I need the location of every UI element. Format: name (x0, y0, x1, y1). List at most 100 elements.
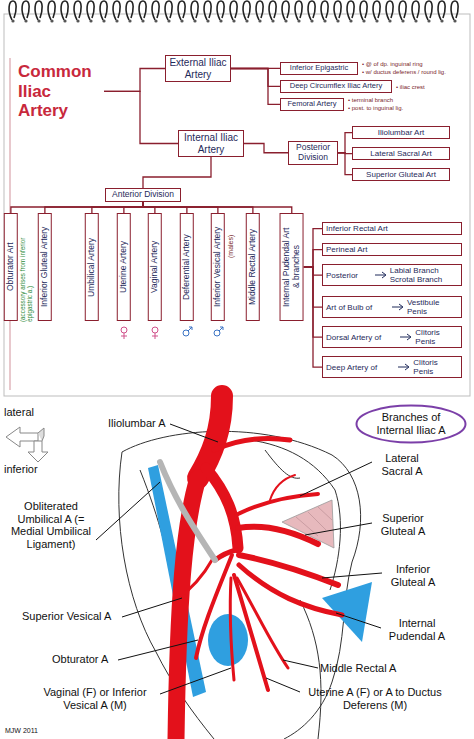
spiral-ring (399, 1, 406, 20)
spiral-ring (386, 1, 393, 20)
spiral-hole (401, 19, 404, 22)
node-text: Superior Gluteal Art (356, 170, 446, 179)
spiral-ring (321, 1, 328, 20)
spiral-hole (349, 19, 352, 22)
female-symbol (121, 336, 127, 337)
female-symbol (121, 327, 158, 339)
branch-box: Vaginal Artery (148, 213, 162, 321)
ligament-shape (208, 614, 248, 666)
branch-box: Obturator Art (4, 213, 18, 321)
branch-connector (104, 91, 178, 143)
artery (237, 578, 288, 668)
spiral-ring (438, 1, 445, 20)
node-text: Deep Artery of (326, 363, 397, 372)
inline-arrow (398, 364, 409, 370)
node-text: Posterior Division (292, 143, 334, 163)
branch-connector (304, 267, 322, 367)
inline-arrow (374, 270, 388, 280)
branch-box: Femoral Artery (280, 98, 344, 111)
male-symbol (219, 327, 223, 331)
branch-connector (304, 250, 322, 267)
artery (214, 438, 290, 450)
spiral-ring (100, 1, 107, 20)
part-label: Inferior Gluteal A (382, 563, 444, 588)
node-text: Inferior Rectal Art (326, 224, 458, 233)
node-text: Inferior Epigastric (284, 64, 354, 73)
inline-arrow (397, 362, 411, 372)
artery (230, 578, 234, 680)
pelvis-outline (300, 600, 321, 739)
spiral-hole (154, 19, 157, 22)
spiral-ring (347, 1, 354, 20)
spiral-hole (362, 19, 365, 22)
part-label: Superior Vesical A (22, 610, 132, 623)
spiral-ring (282, 1, 289, 20)
node-text: Vestibule (407, 298, 458, 307)
note-text: • w/ ductus deferens / round lig. (362, 69, 470, 76)
orientation-arrows (6, 427, 38, 447)
spiral-ring (360, 1, 367, 20)
leader-line (283, 660, 318, 668)
node-text: Internal Iliac Artery (182, 132, 240, 155)
node-text: Clitoris (413, 358, 458, 367)
node-text: Obturator Art (6, 217, 16, 317)
leader-line (96, 482, 160, 540)
spiral-ring (191, 1, 198, 20)
branch-connector (143, 202, 292, 213)
branch-box: Inferior Vesical Artery (211, 213, 225, 321)
spiral-hole (63, 19, 66, 22)
branch-box: Iliolumbar Art (352, 126, 450, 139)
node-text: Dorsal Artery of (326, 333, 399, 342)
branch-box: Inferior Gluteal Artery (38, 213, 52, 321)
branch-connector (338, 133, 352, 153)
node-text: Anterior Division (109, 190, 177, 200)
part-label: Middle Rectal A (320, 662, 430, 675)
notebook-page (4, 14, 470, 396)
male-symbol (188, 327, 192, 331)
artery (236, 494, 318, 515)
spiral-ring (334, 1, 341, 20)
node-text: Penis (413, 367, 458, 376)
orientation-arrows (28, 441, 48, 462)
node-text: Internal Pudendal Art (282, 217, 292, 317)
part-label: Vaginal (F) or Inferior Vesical A (M) (30, 686, 160, 711)
part-label: Obliterated Umbilical A (= Medial Umbili… (4, 500, 98, 551)
spiral-hole (323, 19, 326, 22)
artery (215, 550, 236, 560)
spiral-hole (258, 19, 261, 22)
inline-arrow (392, 304, 403, 310)
spiral-ring (451, 1, 458, 20)
node-text: Iliolumbar Art (356, 128, 446, 137)
node-text: Branches of Internal Iliac A (365, 411, 457, 436)
branch-box: Deep Artery of ClitorisPenis (322, 356, 462, 378)
spiral-ring (87, 1, 94, 20)
spiral-hole (232, 19, 235, 22)
part-label: Iliolumbar A (108, 417, 188, 430)
spiral-ring (113, 1, 120, 20)
spiral-hole (50, 19, 53, 22)
spiral-ring (35, 1, 42, 20)
spiral-ring (243, 1, 250, 20)
orientation-arrows (6, 427, 48, 462)
part-label: Lateral Sacral A (372, 452, 432, 477)
leader-line (266, 678, 300, 692)
spiral-ring (178, 1, 185, 20)
spiral-hole (37, 19, 40, 22)
spiral-ring (269, 1, 276, 20)
branch-box: PosteriorLabial BranchScrotal Branch (322, 264, 462, 286)
male-symbol (183, 327, 223, 336)
leader-line (300, 462, 372, 496)
note-text: • post. to inguinal lig. (348, 105, 468, 112)
artery (239, 555, 338, 585)
spiral-ring (165, 1, 172, 20)
branch-connector (244, 144, 288, 153)
spiral-binding (9, 1, 458, 23)
male-symbol (220, 327, 223, 330)
pelvis-outline (265, 450, 300, 478)
leader-line (122, 598, 182, 617)
node-text: Posterior (326, 271, 374, 280)
branch-box: Dorsal Artery ofClitorisPenis (322, 326, 462, 348)
part-label: Obturator A (52, 653, 122, 666)
spiral-ring (74, 1, 81, 20)
spiral-ring (373, 1, 380, 20)
